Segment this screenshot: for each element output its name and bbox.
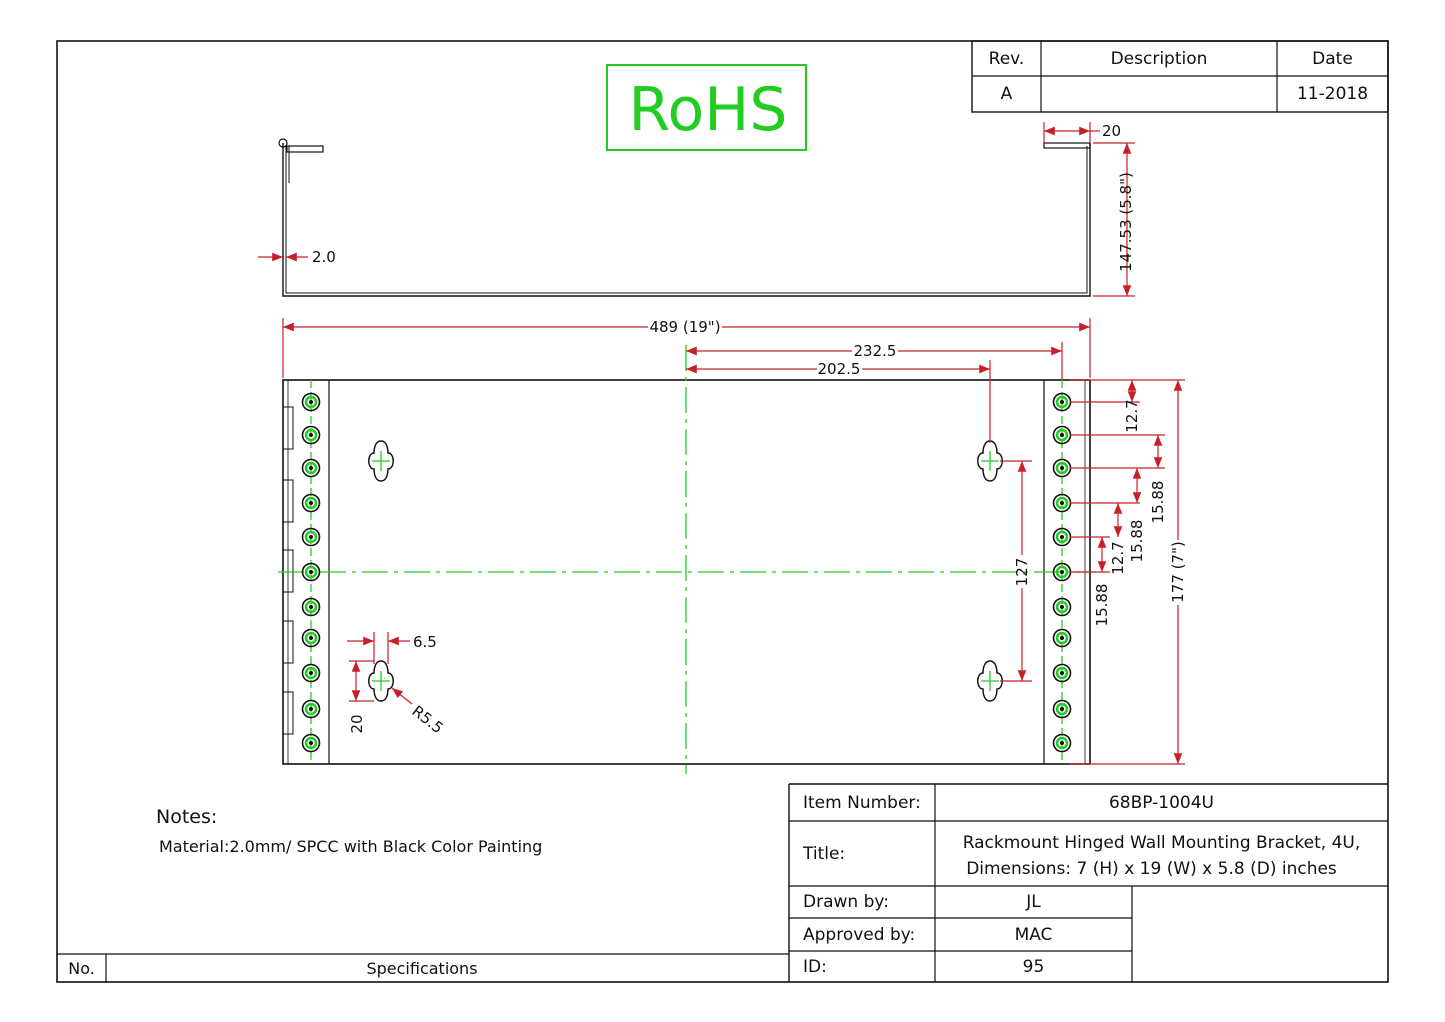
dim-slot-width-label: 6.5	[413, 633, 437, 651]
date-value: 11-2018	[1296, 84, 1369, 104]
rack-hole	[1052, 527, 1072, 547]
revision-table	[971, 40, 1389, 113]
rack-hole	[301, 699, 321, 719]
front-dimensions	[282, 318, 1185, 765]
approved-by-value: MAC	[1014, 924, 1053, 945]
keyhole-slot	[977, 660, 1003, 702]
rack-hole	[301, 527, 321, 547]
rack-hole	[301, 663, 321, 683]
dim-slot-length-label: 20	[348, 714, 366, 733]
centerlines	[278, 345, 1095, 774]
rack-hole	[1052, 493, 1072, 513]
dim-flange-label: 20	[1102, 122, 1121, 140]
keyhole-slots	[368, 440, 1003, 702]
dim-127-label: 127	[1013, 558, 1031, 587]
dim-pitch-top-label: 12.7	[1123, 399, 1141, 432]
title-line-2: Dimensions: 7 (H) x 19 (W) x 5.8 (D) inc…	[966, 859, 1337, 879]
drawn-by-value: JL	[1026, 892, 1041, 912]
rack-hole	[301, 458, 321, 478]
dim-pitch-d-label: 12.7	[1109, 541, 1127, 574]
dim-202-label: 202.5	[818, 360, 861, 378]
rack-hole	[1052, 733, 1072, 753]
rack-hole	[301, 597, 321, 617]
rack-hole	[1052, 392, 1072, 412]
dim-232-label: 232.5	[854, 342, 897, 360]
drawn-by-label: Drawn by:	[803, 892, 889, 912]
dim-slot-radius-label: R5.5	[409, 702, 447, 737]
sheet-border	[56, 40, 1389, 983]
description-value	[1041, 76, 1277, 112]
dim-pitch-b-label: 15.88	[1149, 481, 1167, 524]
approved-by-label: Approved by:	[803, 924, 916, 945]
date-header: Date	[1312, 48, 1353, 69]
rack-hole-group	[301, 392, 1072, 753]
profile-dimensions	[258, 122, 1135, 297]
title-label: Title:	[803, 843, 846, 864]
dim-pitch-c-label: 15.88	[1128, 520, 1146, 563]
rack-hole	[1052, 663, 1072, 683]
notes-heading: Notes:	[156, 806, 217, 828]
dim-height-label: 177 (7")	[1169, 541, 1187, 603]
spec-label: Specifications	[366, 958, 478, 978]
rack-hole	[301, 392, 321, 412]
item-number-value: 68BP-1004U	[1108, 792, 1214, 813]
keyhole-slot	[368, 660, 394, 702]
title-block-grid	[57, 783, 1388, 982]
id-label: ID:	[803, 956, 827, 977]
rack-hole	[1052, 699, 1072, 719]
spec-no-label: No.	[68, 958, 95, 978]
notes-material: Material:2.0mm/ SPCC with Black Color Pa…	[159, 837, 542, 856]
keyhole-slot	[977, 440, 1003, 482]
dim-thickness-label: 2.0	[312, 248, 336, 266]
rack-hole	[1052, 458, 1072, 478]
rack-hole	[301, 733, 321, 753]
dim-depth-label: 147.53 (5.8")	[1117, 172, 1135, 272]
rohs-text: RoHS	[629, 75, 788, 145]
keyhole-slot	[368, 440, 394, 482]
rack-hole	[301, 562, 321, 582]
id-value: 95	[1022, 956, 1045, 977]
rev-header: Rev.	[988, 48, 1025, 69]
rack-hole	[1052, 628, 1072, 648]
description-header: Description	[1110, 48, 1208, 69]
dim-pitch-e-label: 15.88	[1093, 584, 1111, 627]
title-line-1: Rackmount Hinged Wall Mounting Bracket, …	[962, 833, 1361, 853]
dim-width-label: 489 (19")	[649, 318, 720, 336]
rack-hole	[301, 628, 321, 648]
side-profile-view	[278, 138, 1091, 297]
rack-hole	[1052, 562, 1072, 582]
rack-hole	[1052, 425, 1072, 445]
rack-hole	[1052, 597, 1072, 617]
rohs-box	[606, 64, 807, 151]
rev-value: A	[1000, 84, 1013, 104]
item-number-label: Item Number:	[803, 792, 921, 813]
rack-hole	[301, 425, 321, 445]
rack-hole	[301, 493, 321, 513]
